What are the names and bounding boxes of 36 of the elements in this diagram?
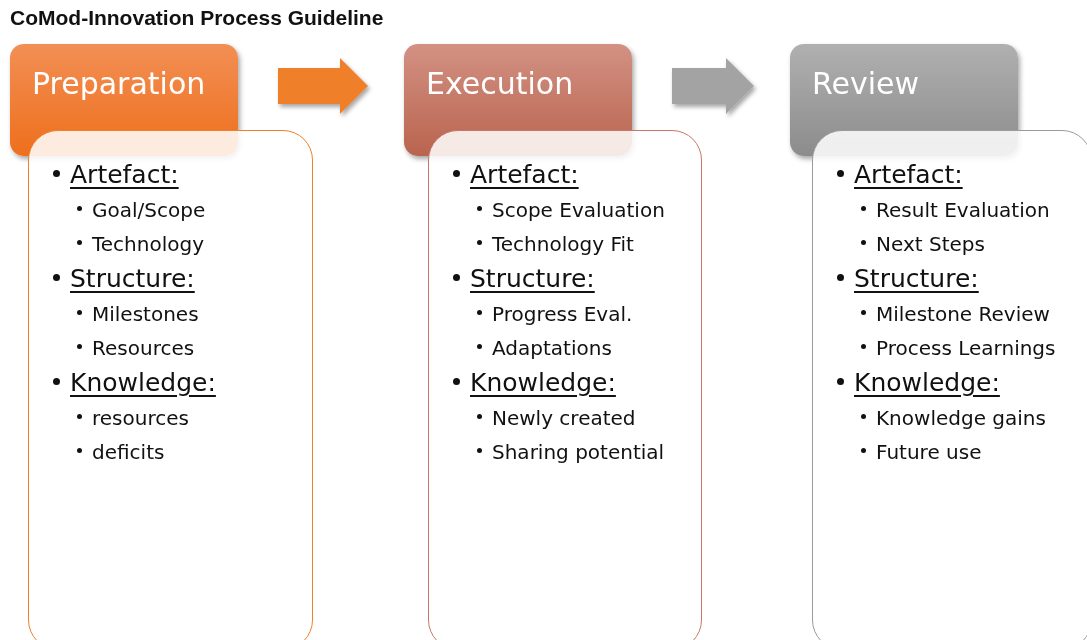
stage-title: Preparation: [32, 66, 206, 101]
stage-title: Execution: [426, 66, 574, 101]
diagram-title: CoMod-Innovation Process Guideline: [10, 6, 384, 30]
section-heading: Structure:: [470, 263, 595, 295]
bullet-item: Next Steps: [876, 231, 985, 258]
block-arrow: [278, 58, 368, 114]
bullet-item: Future use: [876, 439, 982, 466]
section-heading: Knowledge:: [470, 367, 616, 399]
stage-card: [428, 130, 702, 640]
bullet-item: Resources: [92, 335, 195, 362]
bullet-item: Technology Fit: [492, 231, 634, 258]
bullet-item: Process Learnings: [876, 335, 1056, 362]
block-arrow: [672, 58, 754, 114]
section-heading: Artefact:: [854, 159, 963, 191]
bullet-item: Result Evaluation: [876, 197, 1050, 224]
section-heading: Structure:: [854, 263, 979, 295]
section-heading: Artefact:: [70, 159, 179, 191]
section-heading: Knowledge:: [854, 367, 1000, 399]
bullet-item: Adaptations: [492, 335, 612, 362]
bullet-item: Scope Evaluation: [492, 197, 665, 224]
bullet-item: Knowledge gains: [876, 405, 1046, 432]
bullet-item: deficits: [92, 439, 165, 466]
section-heading: Artefact:: [470, 159, 579, 191]
bullet-item: Milestone Review: [876, 301, 1050, 328]
bullet-item: Sharing potential: [492, 439, 665, 466]
stage-title: Review: [812, 66, 920, 101]
bullet-item: resources: [92, 405, 189, 432]
stage-card: [812, 130, 1087, 640]
bullet-item: Goal/Scope: [92, 197, 206, 224]
stage-card: [28, 130, 313, 640]
bullet-item: Technology: [92, 231, 205, 258]
bullet-item: Progress Eval.: [492, 301, 633, 328]
section-heading: Knowledge:: [70, 367, 216, 399]
bullet-item: Milestones: [92, 301, 199, 328]
bullet-item: Newly created: [492, 405, 636, 432]
section-heading: Structure:: [70, 263, 195, 295]
